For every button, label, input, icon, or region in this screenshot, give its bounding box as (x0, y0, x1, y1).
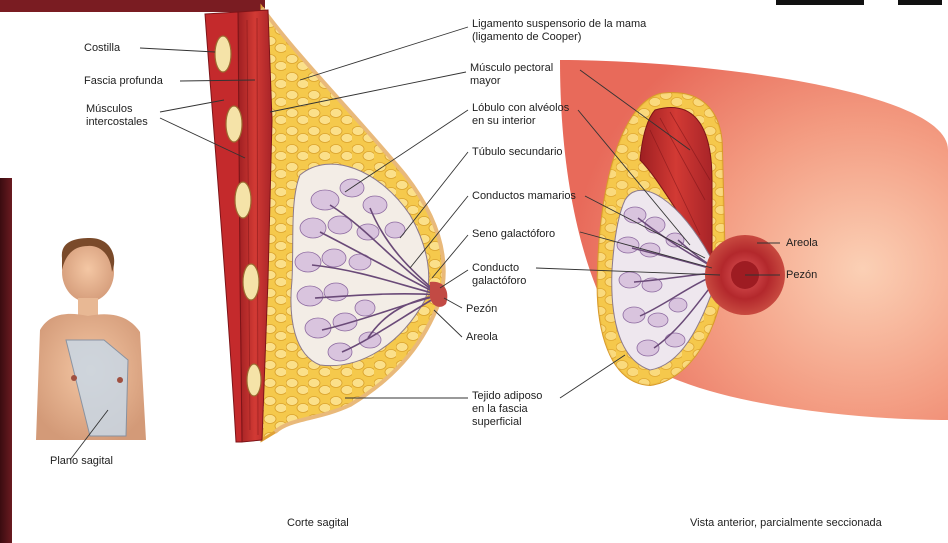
label-lobulo: Lóbulo con alvéolos en su interior (472, 102, 569, 128)
label-musculo-pectoral: Músculo pectoral mayor (470, 62, 553, 88)
label-areola: Areola (466, 331, 498, 344)
label-conducto-line1: Conducto (472, 262, 526, 275)
label-musculos-line1: Músculos (86, 103, 148, 116)
label-ligamento-cooper: Ligamento suspensorio de la mama (ligame… (472, 18, 646, 44)
label-musculos-line2: intercostales (86, 116, 148, 129)
label-lobulo-line1: Lóbulo con alvéolos (472, 102, 569, 115)
label-tejido-line1: Tejido adiposo (472, 390, 542, 403)
label-tejido-adiposo: Tejido adiposo en la fascia superficial (472, 390, 542, 429)
label-costilla: Costilla (84, 42, 120, 55)
label-areola-anterior: Areola (786, 237, 818, 250)
label-conductos-mamarios: Conductos mamarios (472, 190, 576, 203)
label-pectoral-line2: mayor (470, 75, 553, 88)
label-plano-sagital: Plano sagital (50, 455, 113, 468)
label-tejido-line3: superficial (472, 416, 542, 429)
label-lobulo-line2: en su interior (472, 115, 569, 128)
label-conducto-line2: galactóforo (472, 275, 526, 288)
intercostal-muscles (205, 12, 242, 442)
sagittal-section (140, 8, 468, 442)
caption-vista-anterior: Vista anterior, parcialmente seccionada (690, 517, 882, 530)
label-seno-galactoforo: Seno galactóforo (472, 228, 555, 241)
label-ligamento-line1: Ligamento suspensorio de la mama (472, 18, 646, 31)
label-pezon: Pezón (466, 303, 497, 316)
label-ligamento-line2: (ligamento de Cooper) (472, 31, 646, 44)
label-musculos-intercostales: Músculos intercostales (86, 103, 148, 129)
caption-corte-sagital: Corte sagital (287, 517, 349, 530)
anterior-view (536, 60, 948, 420)
inset-torso (36, 238, 146, 460)
label-tejido-line2: en la fascia (472, 403, 542, 416)
label-conducto-galactoforo: Conducto galactóforo (472, 262, 526, 288)
label-pezon-anterior: Pezón (786, 269, 817, 282)
label-tubulo-secundario: Túbulo secundario (472, 146, 563, 159)
label-fascia-profunda: Fascia profunda (84, 75, 163, 88)
label-pectoral-line1: Músculo pectoral (470, 62, 553, 75)
